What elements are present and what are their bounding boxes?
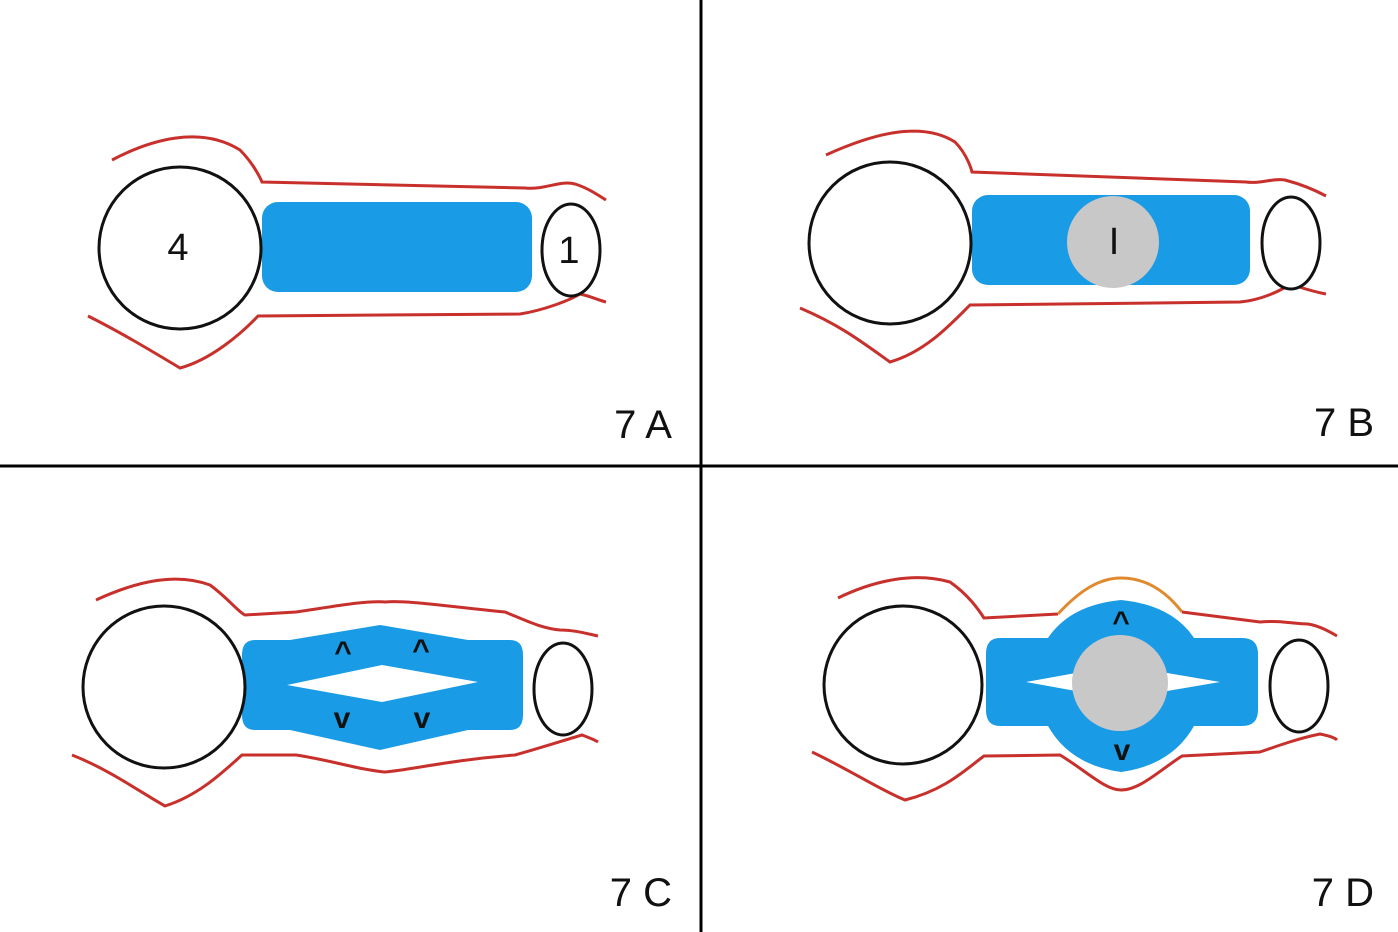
panel-7b: I 7 B xyxy=(799,129,1374,445)
arrow-glyph: ^ xyxy=(334,636,352,669)
small-ellipse xyxy=(1260,195,1322,291)
large-circle xyxy=(807,160,973,326)
panel-label: 7 B xyxy=(1314,401,1374,445)
panel-7a: 4 1 7 A xyxy=(87,135,672,447)
panel-7c: ^ ^ v v 7 C xyxy=(71,577,672,915)
large-circle xyxy=(822,604,984,766)
panel-7d: ^ v 7 D xyxy=(811,576,1374,915)
large-circle xyxy=(97,165,263,331)
arrow-glyph: ^ xyxy=(412,634,430,667)
foreign-object xyxy=(1067,196,1159,288)
object-label: I xyxy=(1109,221,1120,263)
upper-outline xyxy=(1181,610,1338,638)
lower-outline xyxy=(87,292,607,370)
upper-outline-highlight xyxy=(1056,576,1184,616)
arrow-glyph: v xyxy=(1114,734,1131,767)
foreign-object xyxy=(1072,635,1168,731)
upper-outline xyxy=(111,135,607,202)
small-ellipse xyxy=(1268,638,1330,734)
small-ellipse xyxy=(532,641,594,737)
panel-label: 7 C xyxy=(610,871,672,915)
arrow-glyph: ^ xyxy=(1112,606,1130,639)
small-ellipse-label: 1 xyxy=(558,230,579,272)
central-cleft xyxy=(287,665,478,702)
arrow-glyph: v xyxy=(414,702,431,735)
lower-outline xyxy=(71,733,599,808)
upper-outline xyxy=(837,576,1059,620)
arrow-glyph: v xyxy=(334,702,351,735)
panel-label: 7 A xyxy=(614,403,672,447)
central-band xyxy=(262,202,532,292)
small-ellipse xyxy=(540,202,602,298)
lower-outline xyxy=(811,732,1339,802)
large-circle xyxy=(81,604,247,770)
upper-outline xyxy=(95,577,599,638)
panel-label: 7 D xyxy=(1312,871,1374,915)
upper-outline xyxy=(825,129,1327,198)
large-circle-label: 4 xyxy=(167,227,188,269)
